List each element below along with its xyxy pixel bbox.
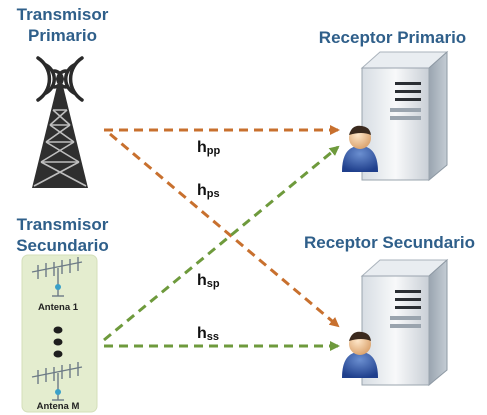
primary-transmitter-label-line2: Primario — [28, 26, 97, 45]
primary-receiver-user-icon — [342, 125, 378, 172]
channel-arrow-hsp — [103, 145, 340, 342]
cell-tower-icon — [32, 56, 88, 188]
channel-arrow-hps — [109, 132, 340, 328]
antenna-1-icon — [31, 257, 83, 297]
ellipsis-dots-icon — [53, 326, 63, 358]
channel-label-hss-sub: ss — [207, 331, 219, 343]
channel-label-hpp-sub: pp — [207, 145, 221, 157]
channel-label-hps-main: h — [197, 182, 207, 199]
primary-transmitter-label-line1: Transmisor — [16, 5, 109, 24]
antenna-array-panel: Antena 1 Antena M — [21, 254, 98, 413]
secondary-receiver-label: Receptor Secundario — [304, 233, 475, 252]
channel-label-hss: hss — [197, 325, 219, 343]
channel-label-hsp-sub: sp — [207, 278, 220, 290]
primary-receiver-label: Receptor Primario — [318, 28, 467, 47]
channel-label-hps-sub: ps — [207, 188, 220, 200]
channel-label-hps: hps — [197, 182, 220, 200]
channel-label-hpp-main: h — [197, 139, 207, 156]
channel-label-hsp: hsp — [197, 272, 220, 290]
secondary-transmitter-label-line1: Transmisor — [16, 215, 109, 234]
antenna-m-icon — [31, 362, 83, 401]
secondary-transmitter-label: Transmisor Secundario — [0, 214, 125, 256]
channel-label-hsp-main: h — [197, 272, 207, 289]
channel-label-hss-main: h — [197, 325, 207, 342]
channel-label-hpp: hpp — [197, 139, 221, 157]
antenna-1-label: Antena 1 — [38, 302, 79, 313]
secondary-receiver-server-icon — [360, 258, 449, 387]
secondary-transmitter-label-line2: Secundario — [16, 236, 109, 255]
primary-transmitter-label: Transmisor Primario — [0, 4, 125, 46]
secondary-receiver-user-icon — [342, 331, 378, 378]
antenna-m-label: Antena M — [37, 401, 80, 412]
